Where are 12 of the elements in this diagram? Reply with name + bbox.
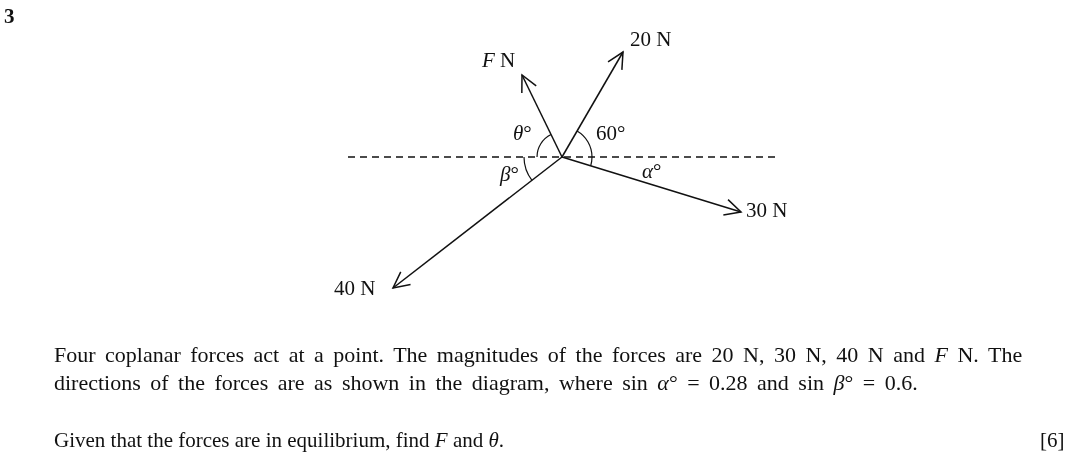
angle-label: β° <box>500 162 519 186</box>
question-text: Given that the forces are in equilibrium, find F and θ. <box>54 428 505 452</box>
force-label: 20 N <box>630 27 672 51</box>
force-label: F N <box>482 48 516 72</box>
angle-label: 60° <box>596 121 626 145</box>
angle-label: α° <box>642 159 662 183</box>
mark-allocation: [6] <box>1040 428 1065 452</box>
question-text: Four coplanar forces act at a point. The magnitudes of the forces are 20 N, 30 N, 40 N and F N. The directions of the forces are as shown in the diagram, where sin α° = 0.28 and sin β° = 0.6. <box>54 341 1024 397</box>
force-label: 30 N <box>746 198 788 222</box>
angle-label: θ° <box>513 121 532 145</box>
force-label: 40 N <box>334 276 376 300</box>
question-number: 3 <box>4 4 15 28</box>
